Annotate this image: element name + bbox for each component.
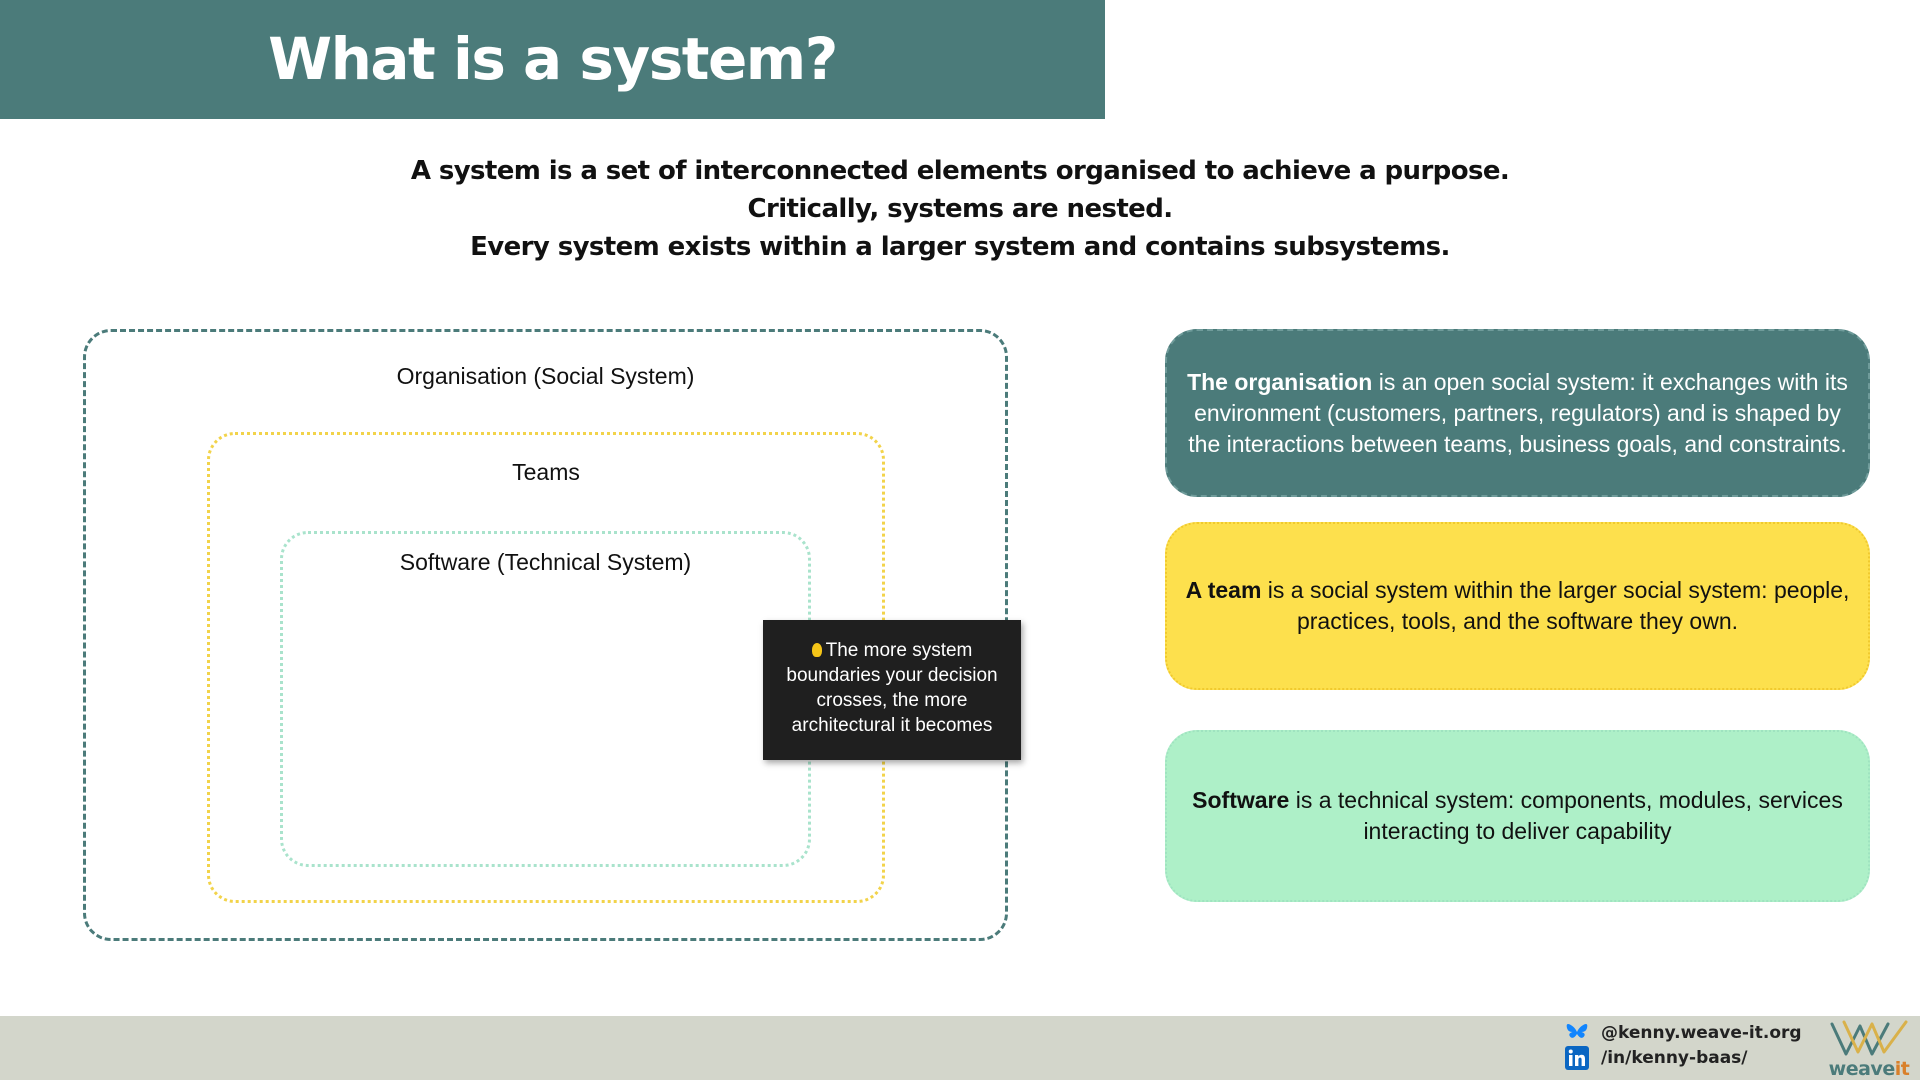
team-card-bold: A team: [1185, 577, 1262, 603]
software-card-text: Software is a technical system: componen…: [1177, 785, 1858, 847]
linkedin-icon: [1565, 1046, 1589, 1070]
intro-text: A system is a set of interconnected elem…: [0, 152, 1920, 266]
organisation-card: The organisation is an open social syste…: [1165, 329, 1870, 497]
organisation-label: Organisation (Social System): [396, 363, 695, 389]
title-bar: What is a system?: [0, 0, 1105, 119]
logo-accent: it: [1894, 1058, 1910, 1080]
organisation-card-bold: The organisation: [1187, 368, 1373, 395]
page-title: What is a system?: [268, 25, 838, 93]
organisation-card-body: is an open social system: it exchanges w…: [1188, 368, 1848, 457]
weaveit-logo-mark: [1830, 1020, 1908, 1056]
software-card: Software is a technical system: componen…: [1165, 730, 1870, 902]
bluesky-handle: @kenny.weave-it.org: [1601, 1023, 1802, 1043]
software-card-bold: Software: [1192, 787, 1290, 813]
intro-line-3: Every system exists within a larger syst…: [470, 232, 1450, 262]
footer-bar: [0, 1016, 1920, 1080]
logo-main: weave: [1828, 1058, 1896, 1080]
software-label: Software (Technical System): [399, 549, 692, 575]
intro-line-2: Critically, systems are nested.: [747, 194, 1174, 224]
weaveit-logo: weaveit: [1826, 1018, 1912, 1080]
linkedin-link[interactable]: /in/kenny-baas/: [1565, 1046, 1748, 1070]
weaveit-wordmark: weaveit: [1826, 1058, 1912, 1080]
linkedin-handle: /in/kenny-baas/: [1601, 1048, 1748, 1068]
tooltip-text: The more system boundaries your decision…: [786, 640, 998, 736]
team-card: A team is a social system within the lar…: [1165, 522, 1870, 690]
intro-line-1: A system is a set of interconnected elem…: [410, 156, 1510, 186]
team-card-body: is a social system within the larger soc…: [1261, 577, 1850, 634]
architecture-tooltip: The more system boundaries your decision…: [763, 620, 1021, 760]
organisation-card-text: The organisation is an open social syste…: [1177, 367, 1858, 460]
bluesky-link[interactable]: @kenny.weave-it.org: [1565, 1021, 1802, 1045]
bluesky-icon: [1566, 1024, 1588, 1038]
software-card-body: is a technical system: components, modul…: [1289, 787, 1843, 844]
teams-label: Teams: [512, 459, 580, 485]
team-card-text: A team is a social system within the lar…: [1177, 575, 1858, 637]
software-boundary: Software (Technical System): [280, 531, 811, 867]
lightbulb-icon: [811, 643, 822, 657]
